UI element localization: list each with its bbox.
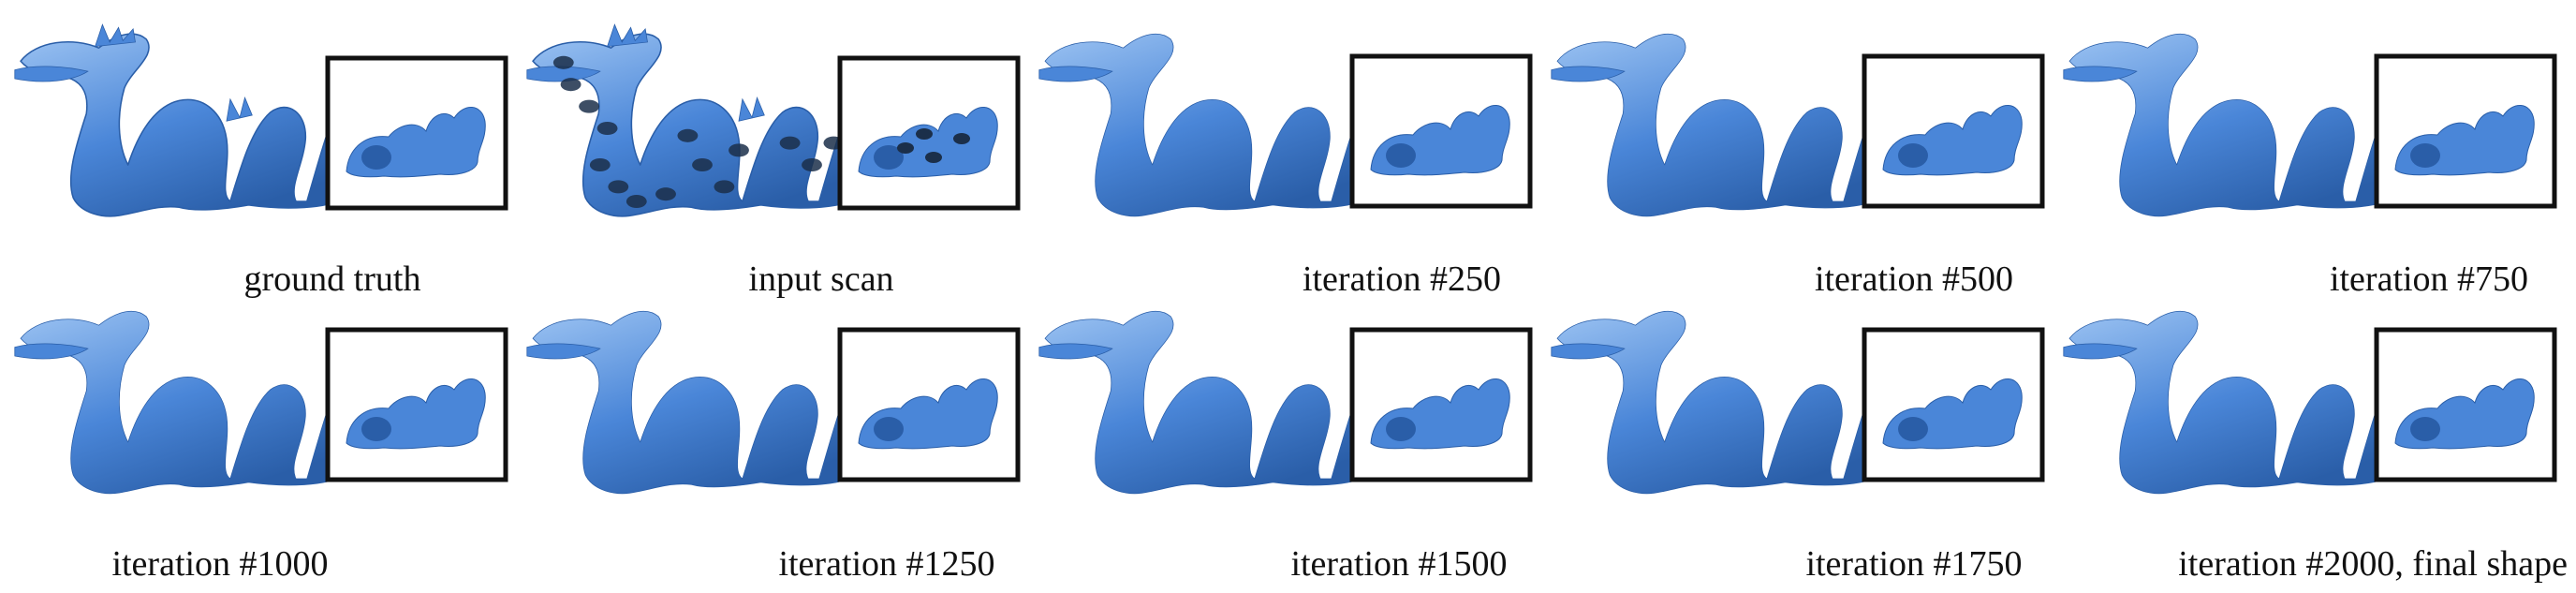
inset-front-view — [1862, 53, 2045, 209]
dragon-side-view — [526, 310, 871, 495]
panel-iteration: iteration #250 — [1032, 9, 1543, 299]
panel-caption: iteration #1000 — [111, 544, 329, 584]
dragon-side-view — [14, 23, 360, 217]
dragon-side-view — [2063, 310, 2407, 495]
panel-iteration: iteration #1000 — [7, 287, 519, 583]
panel-iteration: iteration #1750 — [1544, 287, 2055, 583]
dragon-side-view — [14, 310, 359, 495]
panel-caption: iteration #1500 — [1290, 544, 1508, 584]
panel-iteration: iteration #1250 — [520, 287, 1031, 583]
dragon-render — [1551, 310, 2045, 495]
panel-caption: iteration #500 — [1814, 259, 2014, 299]
panel-iteration: iteration #750 — [2056, 9, 2568, 299]
panel-iteration: iteration #1500 — [1032, 287, 1543, 583]
panel-caption: iteration #2000, final shape — [2178, 544, 2568, 584]
dragon-side-view — [1038, 33, 1383, 217]
panel-iteration: iteration #500 — [1544, 9, 2055, 299]
inset-front-view — [325, 55, 508, 211]
panel-input-scan: input scan — [520, 9, 1031, 299]
inset-front-view — [325, 327, 508, 482]
panel-caption: iteration #750 — [2329, 259, 2529, 299]
inset-front-view — [1862, 327, 2045, 482]
dragon-render — [2063, 33, 2557, 217]
panel-caption: iteration #1750 — [1805, 544, 2023, 584]
dragon-side-view — [1551, 310, 1895, 495]
dragon-render — [526, 310, 1021, 495]
dragon-render — [526, 23, 1021, 217]
dragon-render — [1038, 33, 1533, 217]
dragon-render — [1551, 33, 2045, 217]
panel-caption: input scan — [748, 259, 894, 299]
inset-front-view — [1349, 327, 1533, 482]
panel-caption: ground truth — [243, 259, 421, 299]
panel-ground-truth: ground truth — [7, 9, 519, 299]
panel-caption: iteration #250 — [1302, 259, 1502, 299]
dragon-render — [14, 23, 508, 217]
inset-front-view — [837, 327, 1021, 482]
dragon-side-view — [526, 23, 872, 217]
dragon-side-view — [1551, 33, 1895, 217]
inset-front-view — [2374, 53, 2557, 209]
dragon-side-view — [2063, 33, 2407, 217]
inset-front-view — [1349, 53, 1533, 209]
inset-front-view — [837, 55, 1021, 211]
inset-front-view — [2374, 327, 2557, 482]
panel-iteration: iteration #2000, final shape — [2056, 287, 2568, 583]
dragon-render — [14, 310, 508, 495]
dragon-render — [1038, 310, 1533, 495]
dragon-render — [2063, 310, 2557, 495]
panel-caption: iteration #1250 — [778, 544, 995, 584]
dragon-side-view — [1038, 310, 1383, 495]
